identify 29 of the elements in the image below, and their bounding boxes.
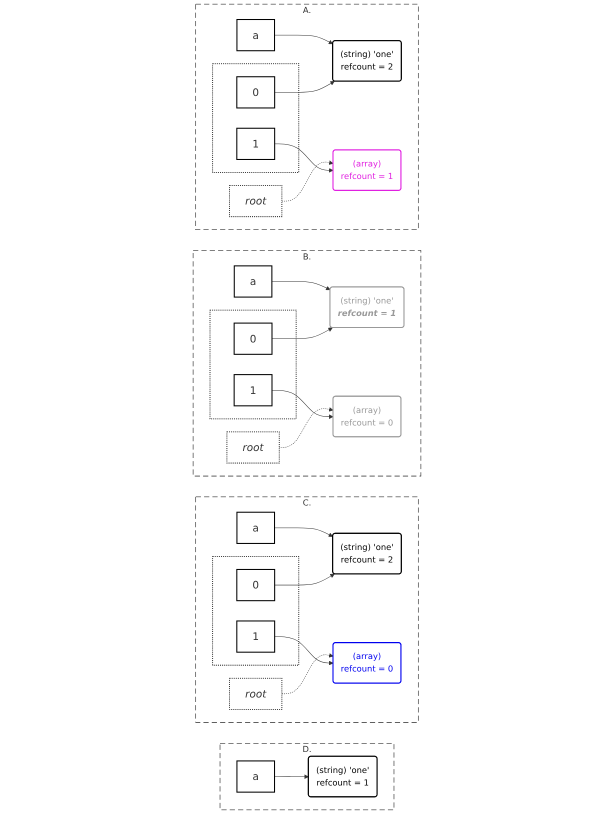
node-box: a (236, 19, 276, 52)
node-box: 1 (234, 374, 273, 406)
node-box: root (226, 431, 280, 464)
arrow (274, 636, 334, 666)
arrow (274, 528, 334, 537)
arrow (274, 774, 309, 780)
arrow (272, 390, 334, 419)
node-box: root (229, 185, 282, 218)
arrow (274, 574, 335, 586)
node-box: a (236, 512, 276, 544)
arrow (274, 81, 335, 93)
cluster (212, 63, 300, 173)
arrow (278, 407, 334, 448)
arrow (282, 160, 334, 202)
node-box: a (234, 265, 272, 298)
node-box: a (236, 760, 276, 793)
arrow (272, 328, 333, 339)
arrow (272, 281, 330, 290)
cluster (210, 310, 297, 420)
node-box: root (229, 678, 282, 710)
cluster (212, 556, 300, 666)
node-box: 0 (236, 568, 276, 602)
arrow (274, 34, 334, 44)
node-box: 0 (236, 76, 276, 108)
node-box: 0 (234, 322, 273, 355)
arrow (282, 653, 334, 694)
node-box: 1 (236, 620, 276, 653)
node-box: 1 (236, 128, 276, 160)
arrow (274, 144, 334, 173)
